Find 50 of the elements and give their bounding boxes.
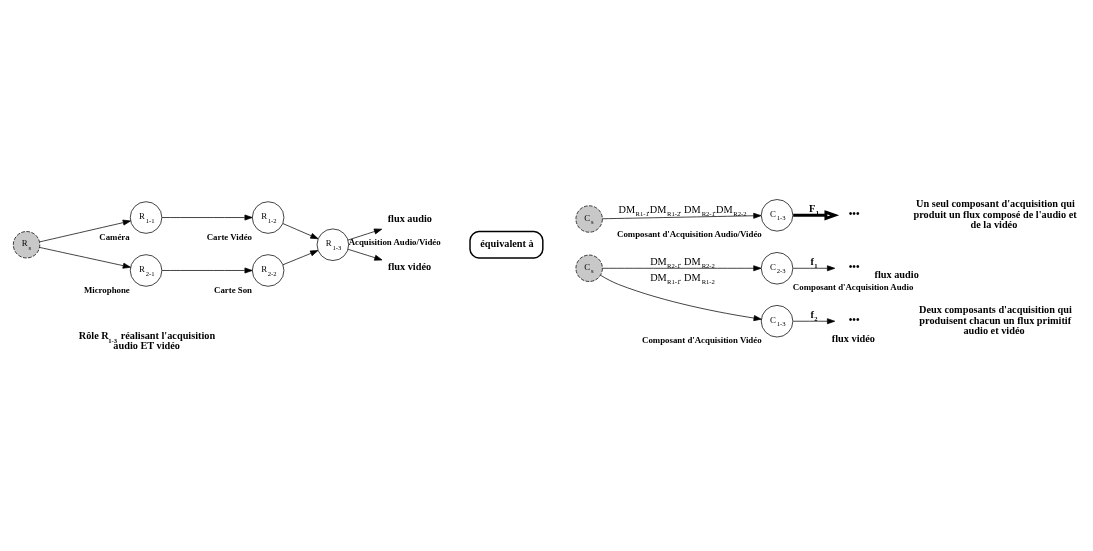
node-label: flux audio bbox=[874, 268, 919, 280]
edge-label: f$_{2}$ bbox=[810, 308, 818, 322]
edge-label: DM$_{R1-1}$. DM$_{R1-2}$ bbox=[650, 271, 715, 285]
node-circle: C$_{s}$ bbox=[575, 254, 603, 282]
arrow bbox=[161, 267, 253, 273]
edge-label: f$_{1}$ bbox=[810, 255, 818, 269]
arrow bbox=[347, 228, 383, 240]
node-circle: C$_{s}$ bbox=[575, 204, 603, 233]
arrow bbox=[793, 209, 840, 220]
node-circle: R$_{s}$ bbox=[12, 230, 41, 258]
node-circle: R$_{1-1}$ bbox=[129, 200, 163, 234]
edge-label: DM$_{R1-1}$.DM$_{R1-2}$. DM$_{R2-1}$.DM$_{R2-2}$ bbox=[618, 203, 747, 217]
arrow bbox=[282, 222, 319, 239]
node-label: Microphone bbox=[83, 284, 130, 295]
arrow bbox=[792, 317, 836, 324]
node-label: Composant d'Acquisition Audio bbox=[792, 281, 914, 292]
node-text: ••• bbox=[848, 260, 860, 272]
arrow bbox=[161, 214, 253, 220]
node-label: Carte Vidéo bbox=[206, 231, 253, 242]
node-circle: C$_{1-3}$ bbox=[760, 304, 794, 337]
node-text: ••• bbox=[848, 313, 860, 325]
arrow bbox=[39, 219, 131, 242]
node-text: ••• bbox=[848, 207, 860, 219]
arrow bbox=[282, 249, 319, 265]
label: Un seul composant d'acquisition qui produit un flux composé de l'audio et de la vidéo bbox=[913, 197, 1077, 230]
node-label: Acquisition Audio/Vidéo bbox=[348, 236, 441, 247]
node-circle: C$_{1-3}$ bbox=[760, 198, 794, 231]
node-circle: C$_{2-3}$ bbox=[760, 251, 794, 284]
arrow bbox=[602, 264, 762, 271]
arrow bbox=[39, 246, 131, 269]
label: Rôle R$_{1-3}$ réalisant l'acquisition audio ET vidéo bbox=[78, 329, 216, 351]
node-label: Composant d'Acquisition Audio/Vidéo bbox=[617, 228, 762, 239]
node-text: flux audio bbox=[387, 212, 432, 224]
node-label: Caméra bbox=[99, 231, 130, 242]
edge-label: F$_{1}$ bbox=[809, 202, 819, 216]
node-label: Composant d'Acquisition Vidéo bbox=[642, 334, 762, 345]
node-box: équivalent à bbox=[469, 230, 544, 259]
node-text: flux vidéo bbox=[388, 260, 432, 272]
node-circle: R$_{1-3}$ bbox=[316, 228, 350, 261]
arrow bbox=[600, 274, 762, 321]
node-label: Carte Son bbox=[214, 284, 253, 295]
node-circle: R$_{2-2}$ bbox=[251, 253, 285, 287]
node-label: flux vidéo bbox=[831, 332, 875, 344]
label: Deux composants d'acquisition qui produisent chacun un flux primitif audio et vidéo bbox=[918, 303, 1072, 336]
arrow bbox=[347, 248, 383, 261]
arrow bbox=[602, 212, 762, 219]
node-circle: R$_{1-2}$ bbox=[251, 200, 285, 234]
arrow bbox=[792, 264, 836, 271]
node-circle: R$_{2-1}$ bbox=[129, 253, 163, 287]
edge-label: DM$_{R2-1}$. DM$_{R2-2}$ bbox=[650, 255, 715, 269]
